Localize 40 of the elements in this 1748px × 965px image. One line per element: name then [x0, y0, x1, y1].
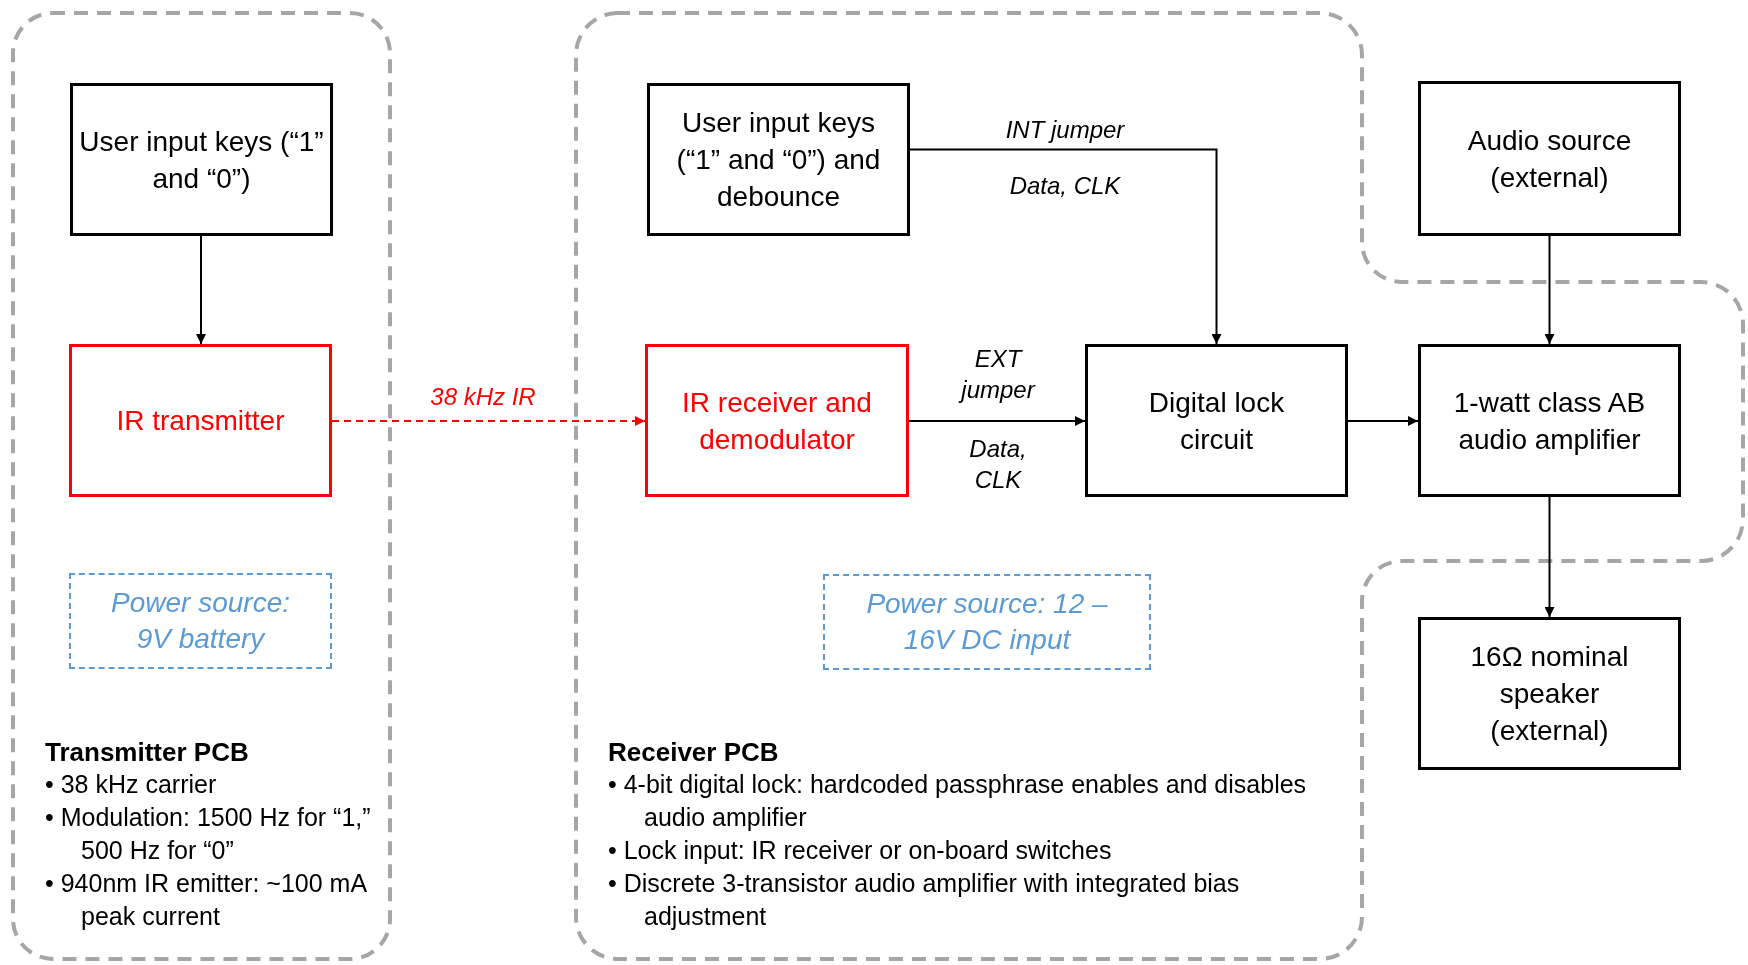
dashed-box	[69, 573, 332, 669]
edge-label: INT jumper	[1004, 115, 1126, 145]
box-text: User input keys (“1” and “0”)	[78, 124, 325, 196]
signal-label: Data, CLK	[968, 434, 1028, 495]
box-text: IR receiver and demodulator	[681, 385, 873, 457]
dashed-box	[823, 574, 1151, 670]
arrow	[909, 148, 1222, 345]
arrow	[196, 235, 206, 345]
signal-label: Data, CLK	[1008, 171, 1122, 201]
bullet-text: • Discrete 3-transistor audio amplifier with integrated bias adjustment	[608, 868, 1241, 932]
bullet-text: • Modulation: 1500 Hz for “1,” 500 Hz for “0”	[45, 802, 372, 866]
process-box	[1418, 344, 1681, 497]
process-box	[1418, 617, 1681, 770]
process-box	[1418, 81, 1681, 236]
bullet-text: • 4-bit digital lock: hardcoded passphrase enables and disables audio amplifier	[608, 769, 1308, 833]
box-text: 1-watt class AB audio amplifier	[1452, 385, 1647, 457]
box-text: Power source: 9V battery	[110, 586, 291, 656]
process-box	[1085, 344, 1348, 497]
process-box	[647, 83, 910, 236]
edge-label: EXT jumper	[945, 343, 1051, 405]
arrow	[908, 416, 1086, 426]
box-text: Power source: 12 – 16V DC input	[865, 587, 1109, 657]
box-text: 16Ω nominal speaker (external)	[1469, 640, 1630, 748]
arrow	[331, 416, 646, 426]
arrow	[1544, 235, 1555, 345]
box-text: User input keys (“1” and “0”) and debounce	[675, 106, 882, 214]
process-box	[69, 344, 332, 497]
arrow	[1347, 416, 1419, 426]
edge-label: 38 kHz IR	[429, 382, 537, 412]
box-text: IR transmitter	[116, 404, 285, 438]
process-box	[70, 83, 333, 236]
bullet-text: • 38 kHz carrier	[45, 769, 218, 800]
process-box	[645, 344, 909, 497]
bullet-text: • 940nm IR emitter: ~100 mA peak current	[45, 868, 368, 932]
box-text: Audio source (external)	[1466, 123, 1633, 195]
region-heading: Transmitter PCB	[45, 736, 249, 768]
arrow	[1544, 496, 1555, 618]
region-heading: Receiver PCB	[608, 736, 779, 768]
bullet-text: • Lock input: IR receiver or on-board switches	[608, 835, 1113, 866]
box-text: Digital lock circuit	[1147, 385, 1286, 457]
